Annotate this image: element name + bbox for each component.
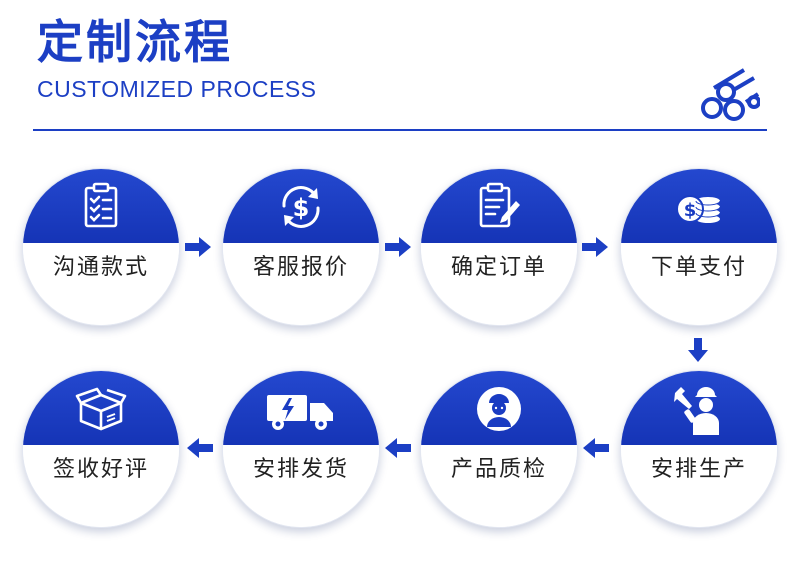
step-label: 沟通款式 (52, 255, 149, 280)
step-1-communicate-style: 沟通款式 (22, 168, 180, 326)
arrow-down-icon (688, 338, 708, 362)
arrow-right-icon (185, 237, 211, 257)
page-title: 定制流程 (37, 15, 233, 69)
step-label: 产品质检 (450, 457, 547, 482)
step-label: 确定订单 (450, 255, 547, 280)
arrow-left-icon (583, 438, 609, 458)
worker-wrench-icon (674, 387, 719, 435)
arrow-right-icon (385, 237, 411, 257)
pipes-icon (701, 68, 760, 121)
svg-text:$: $ (684, 200, 697, 221)
arrow-right-icon (582, 237, 608, 257)
open-box-icon (75, 387, 127, 431)
delivery-truck-icon (267, 395, 333, 430)
clipboard-checklist-icon (84, 182, 118, 228)
dollar-refresh-icon: $ (282, 186, 320, 228)
coins-icon: $ (676, 195, 721, 223)
step-3-confirm-order: 确定订单 (420, 168, 578, 326)
step-label: 客服报价 (252, 255, 349, 280)
header-divider (33, 129, 767, 131)
clipboard-pen-icon (479, 182, 520, 228)
step-label: 安排发货 (252, 457, 349, 482)
step-label: 安排生产 (650, 457, 747, 482)
step-label: 下单支付 (650, 255, 747, 280)
step-label: 签收好评 (52, 457, 149, 482)
arrow-left-icon (385, 438, 411, 458)
arrow-left-icon (187, 438, 213, 458)
page-subtitle: CUSTOMIZED PROCESS (37, 76, 317, 102)
step-2-quotation: $ 客服报价 (222, 168, 380, 326)
inspector-icon (477, 387, 521, 431)
step-8-receipt-review: 签收好评 (22, 370, 180, 528)
step-4-payment: $ 下单支付 (620, 168, 778, 326)
step-6-quality-inspection: 产品质检 (420, 370, 578, 528)
step-5-production: 安排生产 (620, 370, 778, 528)
svg-text:$: $ (293, 194, 310, 222)
step-7-shipping: 安排发货 (222, 370, 380, 528)
